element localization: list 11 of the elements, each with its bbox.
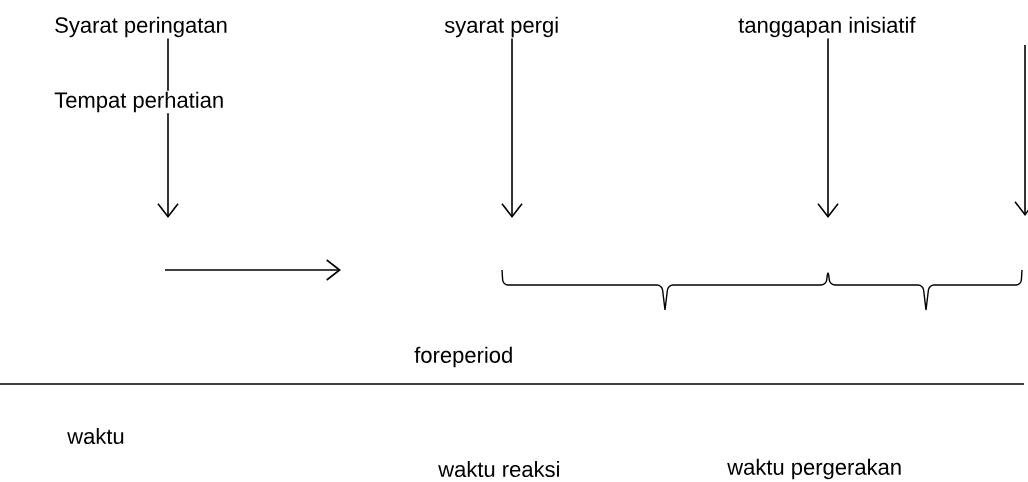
label-text: waktu (66, 426, 126, 446)
arrow (817, 37, 839, 218)
label-text: waktu reaksi (437, 459, 562, 479)
label-text: foreperiod (413, 345, 515, 369)
arrow (157, 37, 179, 218)
event-label: syarat pergi (444, 16, 558, 38)
arrow (501, 37, 523, 218)
label-text: Tempat perhatian (53, 90, 226, 114)
label-text: waktu pergerakan (726, 457, 904, 481)
event-label: tanggapan inisiatif (738, 16, 916, 38)
event-label: Syarat peringatan (55, 16, 227, 38)
